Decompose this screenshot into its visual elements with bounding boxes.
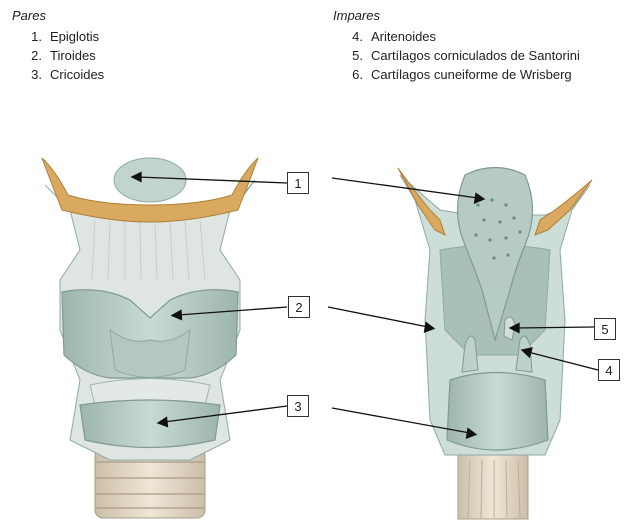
posterior-larynx-view <box>398 168 592 520</box>
epiglottis-tip <box>114 158 186 202</box>
callout-box-2: 2 <box>288 296 310 318</box>
callout-box-1: 1 <box>287 172 309 194</box>
callout-box-5: 5 <box>594 318 616 340</box>
cricoid-cartilage <box>80 400 220 448</box>
trachea-posterior <box>458 455 528 519</box>
callout-box-4: 4 <box>598 359 620 381</box>
cricoid-lamina <box>447 373 548 451</box>
hyoid-horn-left <box>398 168 445 235</box>
anterior-larynx-view <box>42 158 258 518</box>
callout-box-3: 3 <box>287 395 309 417</box>
